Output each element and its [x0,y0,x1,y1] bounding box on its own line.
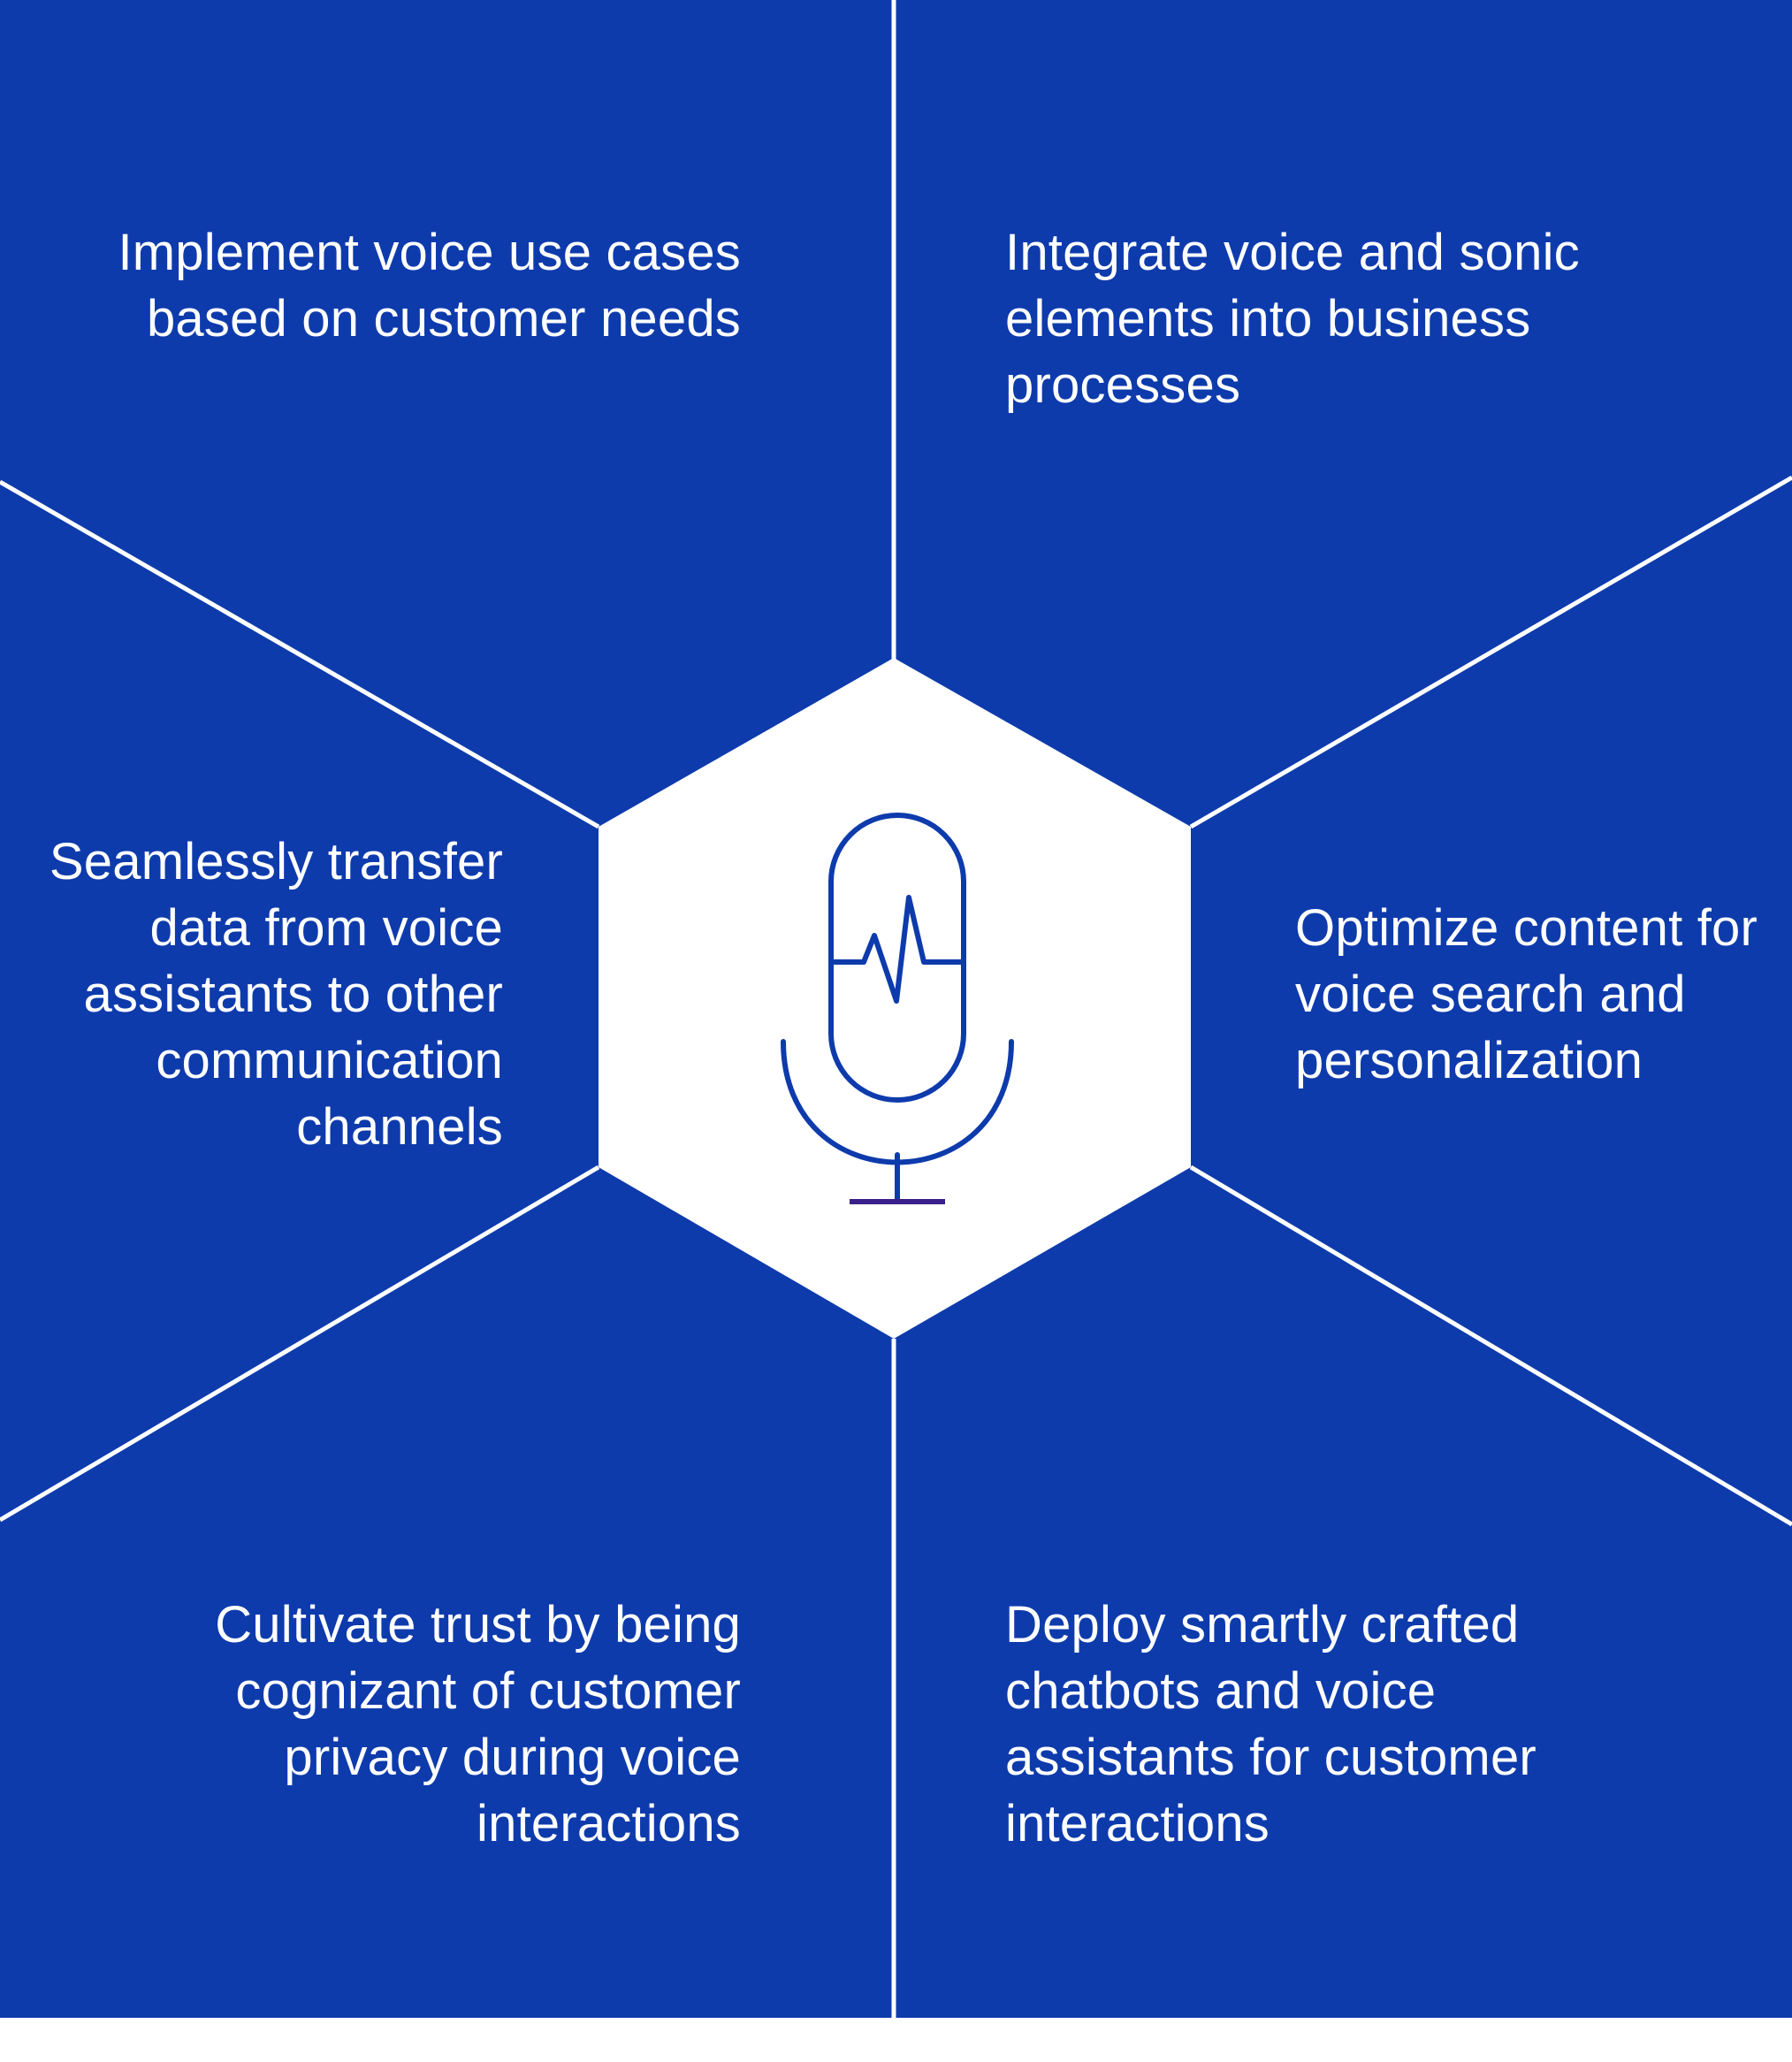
statement-line: channels [296,1098,503,1156]
statement-line: data from voice [149,899,503,957]
statement-line: elements into business [1005,290,1531,347]
divider-lower-left [0,1165,600,1523]
statement-line: Cultivate trust by being [215,1596,741,1653]
statement-line: assistants to other [83,966,503,1023]
statement-cultivate-trust: Cultivate trust by being cognizant of cu… [215,1592,741,1857]
statement-line: Optimize content for [1295,899,1758,957]
statement-line: cognizant of customer [235,1662,741,1720]
statement-line: voice search and [1295,966,1686,1023]
statement-line: processes [1005,356,1241,414]
statement-integrate-voice-and-sonic: Integrate voice and sonic elements into … [1005,219,1580,418]
statement-line: communication [156,1032,503,1089]
divider-lower-right [1189,1165,1792,1527]
microphone-capsule [828,813,966,1103]
divider-upper-left [0,479,600,829]
statement-line: privacy during voice [284,1729,741,1786]
statement-line: assistants for customer [1005,1729,1537,1786]
statement-deploy-chatbots: Deploy smartly crafted chatbots and voic… [1005,1592,1537,1857]
statement-line: Integrate voice and sonic [1005,224,1580,281]
divider-upper-right [1189,475,1792,829]
statement-line: personalization [1295,1032,1643,1089]
statement-optimize-content: Optimize content for voice search and pe… [1295,895,1758,1094]
statement-line: based on customer needs [146,290,741,347]
statement-line: interactions [477,1795,741,1852]
statement-line: interactions [1005,1795,1270,1852]
pulse-line [828,895,966,1004]
microphone-with-pulse-icon [781,813,1014,1203]
statement-line: Implement voice use cases [118,224,741,281]
statement-line: chatbots and voice [1005,1662,1437,1720]
statement-line: Seamlessly transfer [49,833,503,890]
statement-seamlessly-transfer-data: Seamlessly transfer data from voice assi… [50,829,503,1160]
divider-lines [0,0,1792,2018]
statement-line: Deploy smartly crafted [1005,1596,1520,1653]
statement-implement-voice-use-cases: Implement voice use cases based on custo… [118,219,741,352]
